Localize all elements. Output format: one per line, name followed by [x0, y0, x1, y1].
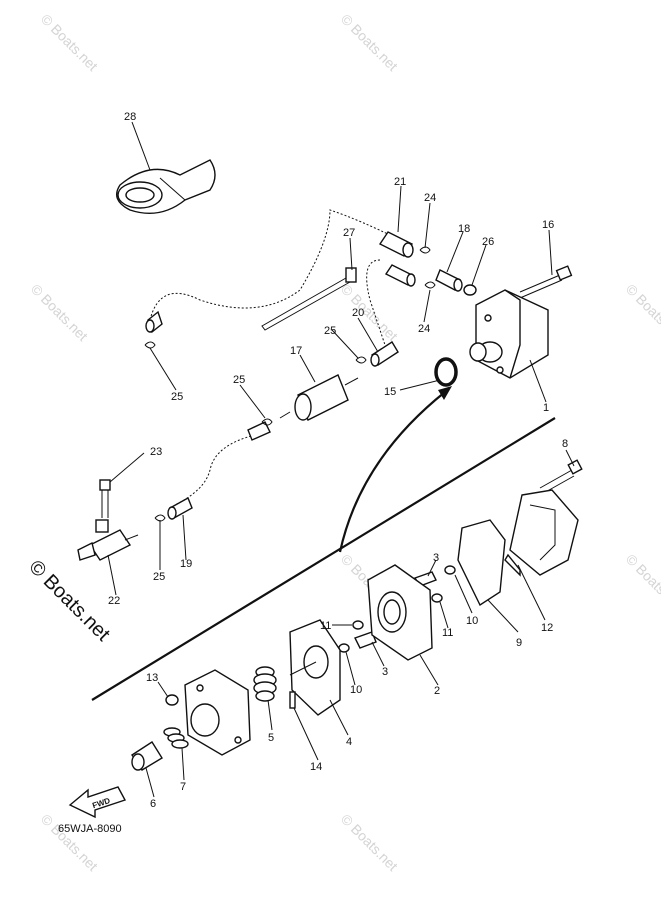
part-3-fitting-lower [354, 631, 377, 649]
part-8-bolt [539, 459, 583, 495]
hose-upper-loop [149, 209, 401, 321]
watermark-large: © Boats.net [24, 556, 114, 646]
callout-20: 20 [352, 307, 364, 319]
watermark-6: © Boats.net [38, 811, 101, 874]
callout-25-lower: 25 [153, 571, 165, 583]
callout-1: 1 [543, 402, 549, 414]
callout-21: 21 [394, 176, 406, 188]
callout-13: 13 [146, 672, 158, 684]
callout-10-lower: 10 [350, 684, 362, 696]
part-7-spring [163, 727, 189, 749]
callout-8: 8 [562, 438, 568, 450]
part-14-pin [289, 691, 296, 709]
part-12-pump-cover [504, 489, 579, 577]
part-27-cable-tie [261, 267, 357, 331]
callout-11-upper: 11 [442, 627, 453, 639]
callout-labels: 28 21 24 16 18 27 26 20 25 24 17 25 15 2… [108, 111, 568, 810]
callout-25-left: 25 [171, 391, 183, 403]
watermark-7: © Boats.net [338, 811, 401, 874]
part-hose-near-filter [247, 421, 271, 441]
part-26-filter [463, 284, 477, 296]
callout-25-filter: 25 [233, 374, 245, 386]
part-6-plunger [131, 741, 163, 771]
callout-24-upper: 24 [424, 192, 436, 204]
callout-10-upper: 10 [466, 615, 478, 627]
callout-17: 17 [290, 345, 302, 357]
part-5-spring [253, 666, 277, 702]
part-2-pump-body [367, 564, 433, 661]
part-25-clip-mid [355, 356, 367, 364]
part-24-clip-lower [424, 281, 436, 289]
part-20-hose [370, 341, 399, 367]
part-11-washer-upper [431, 593, 443, 603]
callout-7: 7 [180, 781, 186, 793]
callout-19: 19 [180, 558, 192, 570]
part-hose-short [384, 264, 416, 287]
callout-27: 27 [343, 227, 355, 239]
callout-25-mid: 25 [324, 325, 336, 337]
callout-24-lower: 24 [418, 323, 430, 335]
watermark-2: © Boats.net [338, 11, 401, 74]
callout-22: 22 [108, 595, 120, 607]
part-17-fuel-filter [279, 374, 359, 421]
part-24-clip-upper [419, 246, 431, 254]
callout-14: 14 [310, 761, 322, 773]
part-11-washer-lower [352, 620, 364, 630]
callout-12: 12 [541, 622, 553, 634]
section-divider [91, 417, 556, 701]
reference-arrowhead [438, 386, 452, 400]
part-16-bolt [519, 265, 573, 299]
callout-23: 23 [150, 446, 162, 458]
callout-26: 26 [482, 236, 494, 248]
part-13-nut [165, 694, 179, 706]
callout-6: 6 [150, 798, 156, 810]
part-pump-base [184, 669, 251, 756]
callout-4: 4 [346, 736, 352, 748]
part-19-hose [167, 497, 193, 520]
part-25-clip-filter [261, 418, 273, 426]
part-9-gasket [457, 519, 506, 607]
part-22-fuel-connector [77, 519, 139, 561]
part-hose-upper-left [145, 310, 163, 334]
watermark-8: © Boats.net [623, 281, 661, 344]
part-1-fuel-pump-assy [469, 289, 549, 379]
callout-15: 15 [384, 386, 396, 398]
hose-mid [366, 259, 386, 346]
callout-5: 5 [268, 732, 274, 744]
part-23-bolt [99, 479, 111, 518]
part-15-o-ring [434, 357, 458, 387]
part-25-clip-lower [154, 514, 166, 522]
fwd-arrow: FWD [68, 786, 127, 819]
hose-lower [174, 434, 256, 506]
callout-18: 18 [458, 223, 470, 235]
watermark-1: © Boats.net [38, 11, 101, 74]
callout-28: 28 [124, 111, 136, 123]
callout-16: 16 [542, 219, 554, 231]
watermark-3: © Boats.net [28, 281, 91, 344]
part-21-hose [378, 231, 414, 258]
watermark-4: © Boats.net [338, 281, 401, 344]
callout-3-lower: 3 [382, 666, 388, 678]
part-28-joint [116, 159, 216, 214]
watermark-9: © Boats.net [623, 551, 661, 614]
callout-3-upper: 3 [433, 552, 439, 564]
callout-2: 2 [434, 685, 440, 697]
callout-9: 9 [516, 637, 522, 649]
part-10-nut-upper [444, 565, 456, 575]
part-25-clip-left [144, 341, 156, 349]
callout-11-lower: 11 [320, 620, 331, 632]
leader-lines [107, 121, 575, 798]
reference-arrow [338, 391, 446, 553]
part-18-hose [435, 269, 463, 292]
part-4-diaphragm [289, 619, 341, 716]
diagram-code: 65WJA-8090 [58, 823, 122, 835]
